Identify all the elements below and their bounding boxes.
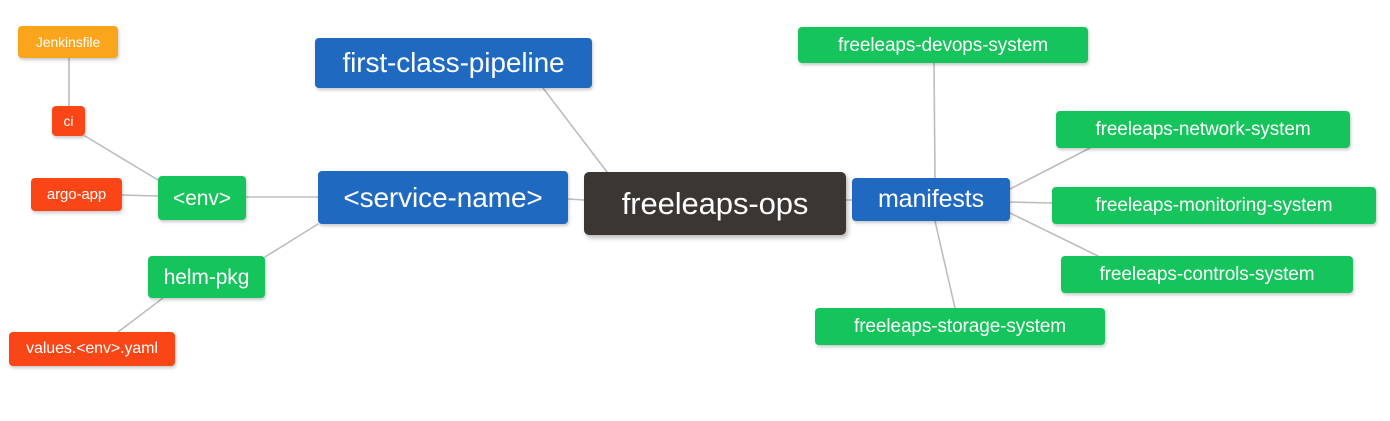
node-label: manifests [877,185,985,213]
node-helm-pkg[interactable]: helm-pkg [148,256,265,298]
edge-service-name-to-freeleaps-ops [567,198,585,201]
node-label: helm-pkg [163,265,250,289]
edge-manifests-to-freeleaps-network-system [1009,147,1091,190]
node-label: Jenkinsfile [35,34,101,50]
node-label: freeleaps-network-system [1095,119,1311,140]
edge-manifests-to-freeleaps-devops-system [933,62,936,179]
node-freeleaps-devops-system[interactable]: freeleaps-devops-system [798,27,1088,63]
node-label: freeleaps-storage-system [854,316,1066,337]
node-label: <service-name> [343,181,543,213]
node-freeleaps-network-system[interactable]: freeleaps-network-system [1056,111,1350,148]
node-label: values.<env>.yaml [26,340,158,357]
node-freeleaps-ops[interactable]: freeleaps-ops [584,172,846,235]
node-label: freeleaps-controls-system [1099,264,1315,285]
edge-argo-app-to-env [121,194,159,197]
node-env[interactable]: <env> [158,176,246,220]
node-manifests[interactable]: manifests [852,178,1010,221]
node-freeleaps-storage-system[interactable]: freeleaps-storage-system [815,308,1105,345]
edge-service-name-to-helm-pkg [264,223,319,258]
node-service-name[interactable]: <service-name> [318,171,568,224]
node-freeleaps-controls-system[interactable]: freeleaps-controls-system [1061,256,1353,293]
node-label: first-class-pipeline [342,47,565,78]
edge-first-class-pipeline-to-freeleaps-ops [542,87,608,173]
node-label: freeleaps-devops-system [838,34,1048,56]
edge-manifests-to-freeleaps-monitoring-system [1009,201,1053,204]
node-ci[interactable]: ci [52,106,85,136]
edge-helm-pkg-to-values-yaml [117,297,164,333]
node-values-yaml[interactable]: values.<env>.yaml [9,332,175,366]
node-freeleaps-monitoring-system[interactable]: freeleaps-monitoring-system [1052,187,1376,224]
node-argo-app[interactable]: argo-app [31,178,122,211]
node-label: ci [63,113,74,129]
node-first-class-pipeline[interactable]: first-class-pipeline [315,38,592,88]
edge-ci-to-env [84,135,159,181]
node-jenkinsfile[interactable]: Jenkinsfile [18,26,118,58]
node-label: <env> [173,186,231,210]
node-label: freeleaps-ops [621,186,809,221]
edge-manifests-to-freeleaps-storage-system [934,220,956,309]
node-label: argo-app [46,186,107,203]
node-label: freeleaps-monitoring-system [1095,195,1333,216]
